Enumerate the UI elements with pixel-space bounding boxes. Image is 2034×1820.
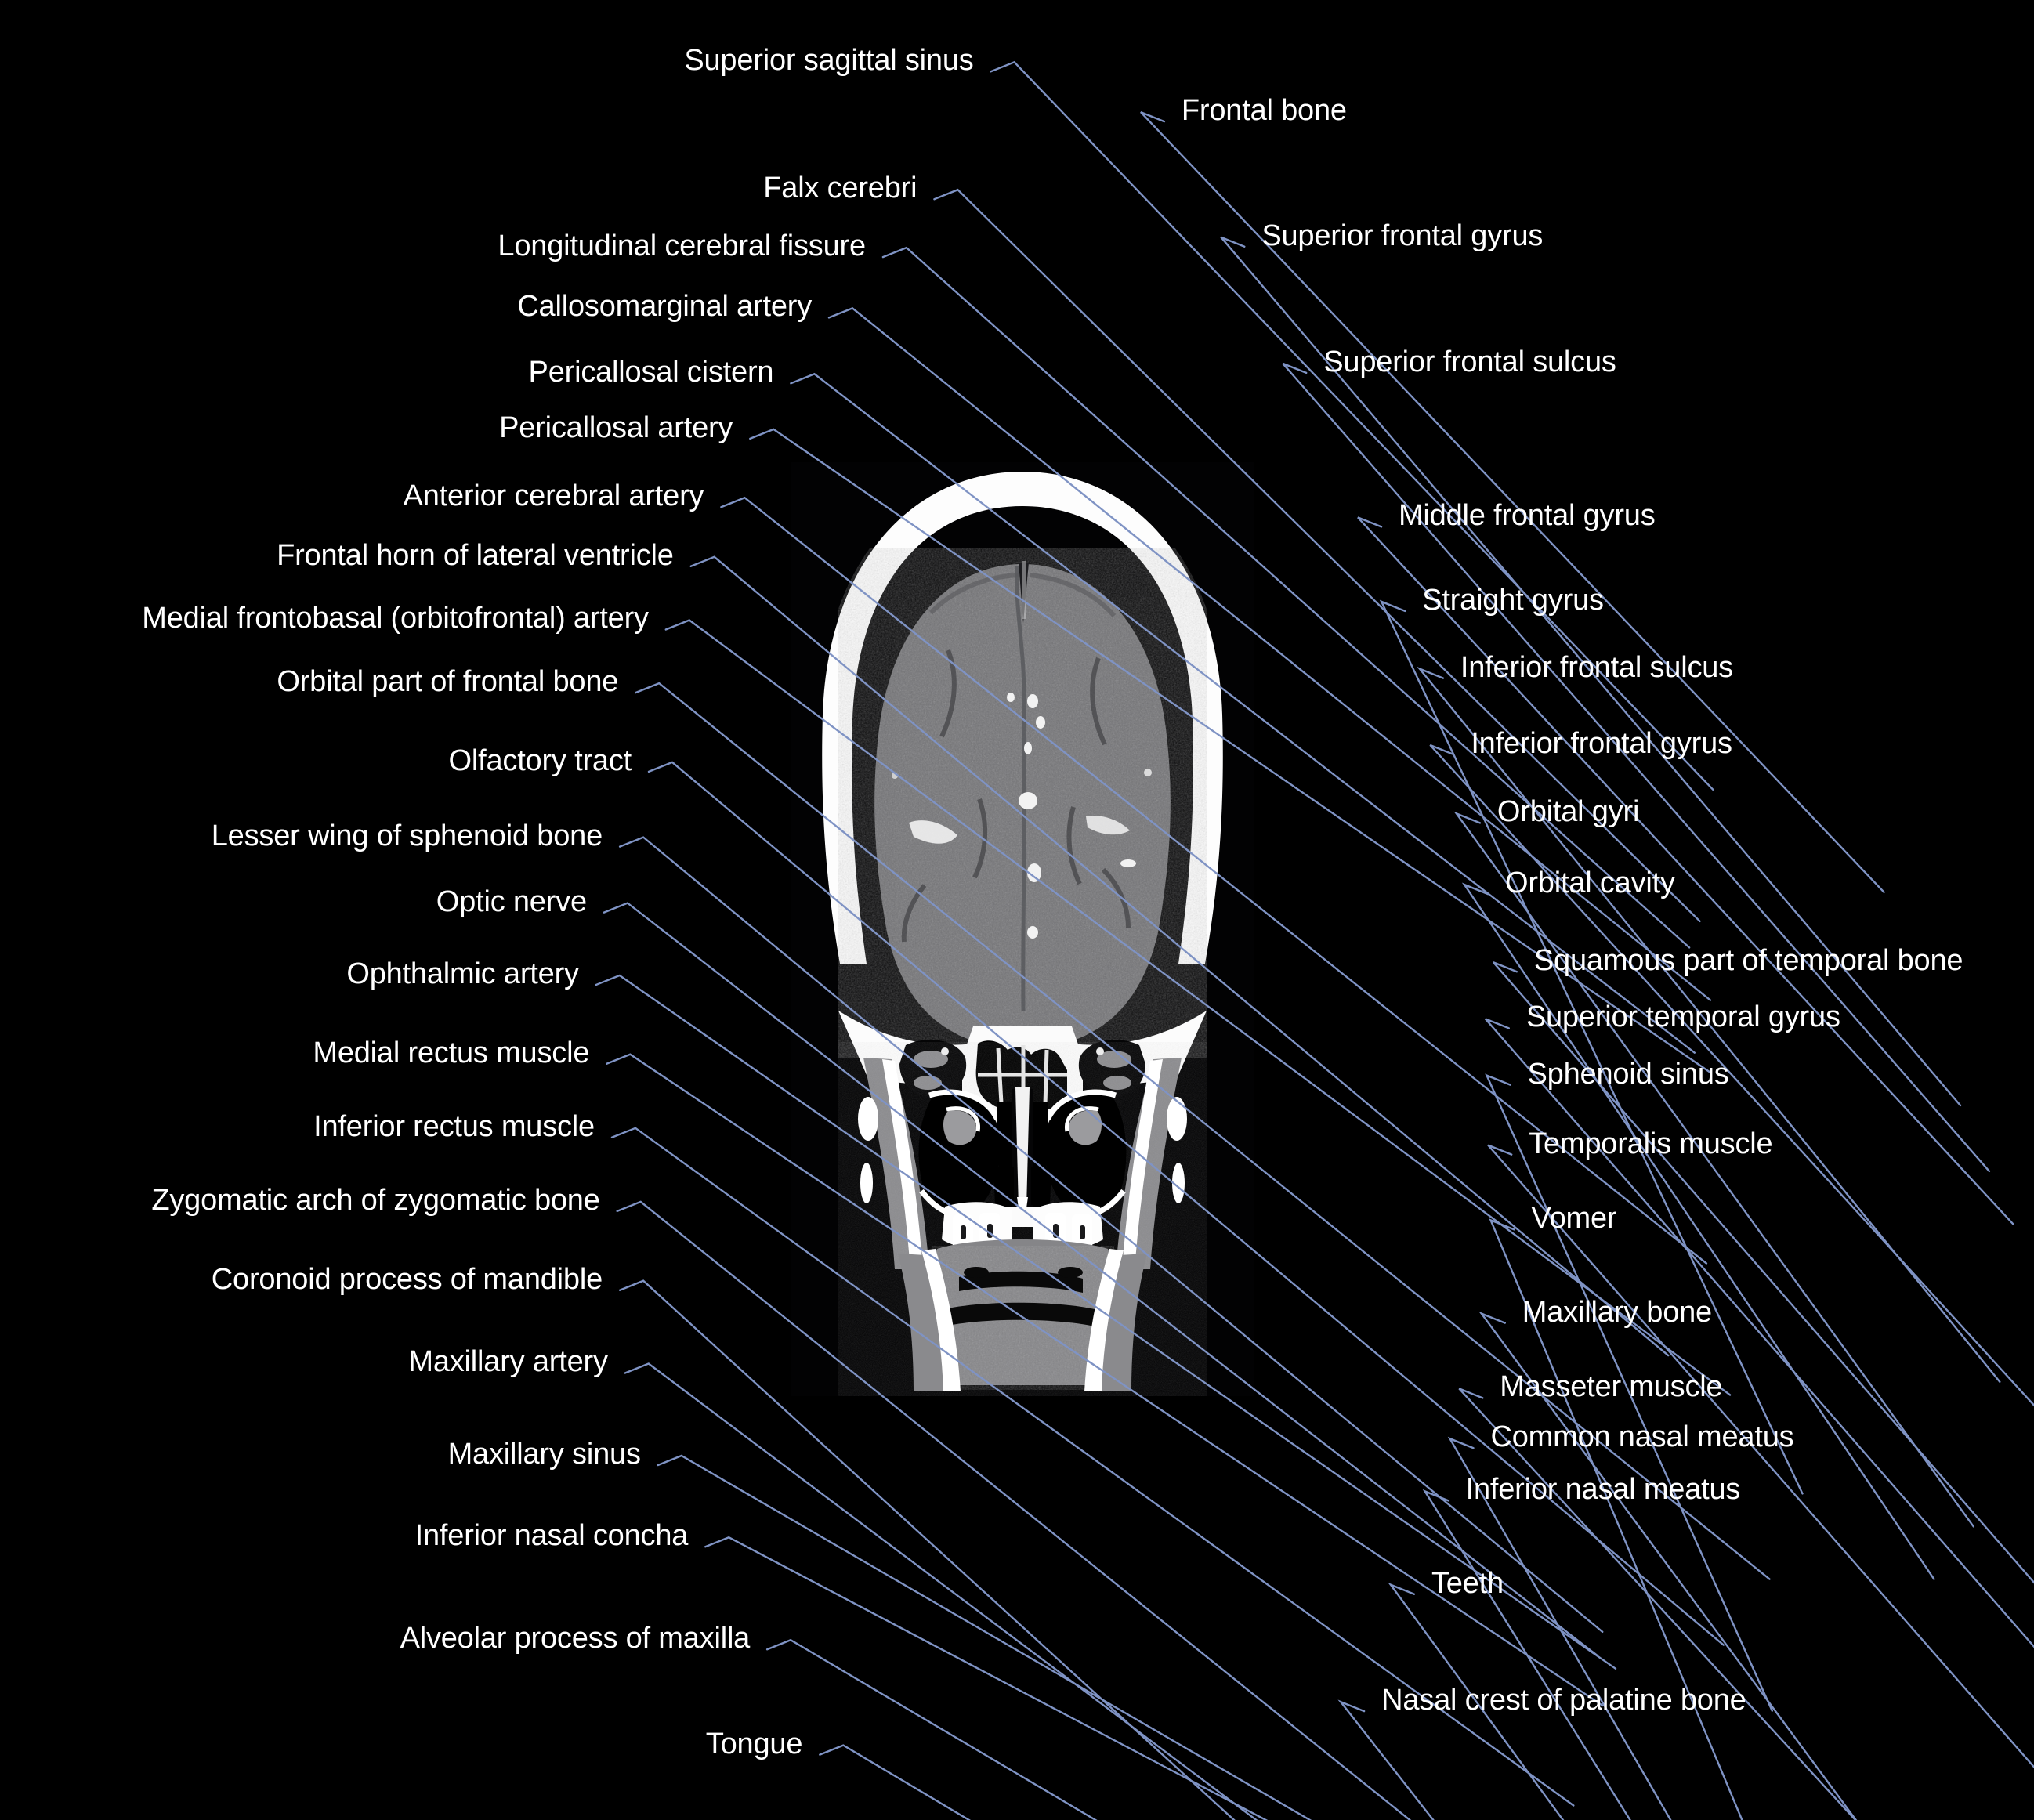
label-ophthalmic-artery: Ophthalmic artery: [346, 957, 579, 990]
label-superior-sagittal-sinus: Superior sagittal sinus: [684, 44, 974, 78]
label-inferior-frontal-gyrus: Inferior frontal gyrus: [1471, 727, 1732, 761]
label-middle-frontal-gyrus: Middle frontal gyrus: [1398, 499, 1656, 533]
label-vomer: Vomer: [1531, 1202, 1617, 1236]
label-pericallosal-cistern: Pericallosal cistern: [528, 356, 774, 389]
label-masseter-muscle: Masseter muscle: [1500, 1370, 1723, 1404]
leader-nasal-crest-of-palatine-bone: [1337, 1699, 1435, 1820]
label-temporalis-muscle: Temporalis muscle: [1529, 1127, 1773, 1160]
ct-scan-image: [791, 462, 1254, 1396]
label-inferior-rectus-muscle: Inferior rectus muscle: [313, 1109, 595, 1143]
leader-alveolar-process-of-maxilla: [765, 1638, 1098, 1820]
label-teeth: Teeth: [1431, 1566, 1504, 1600]
leader-inferior-frontal-gyrus: [1429, 744, 2034, 1407]
label-medial-frontobasal-artery: Medial frontobasal (orbitofrontal) arter…: [142, 602, 649, 635]
label-common-nasal-meatus: Common nasal meatus: [1490, 1420, 1794, 1454]
leader-inferior-nasal-meatus: [1422, 1489, 1631, 1820]
leader-orbital-gyri: [1453, 811, 1974, 1528]
label-orbital-cavity: Orbital cavity: [1504, 867, 1675, 900]
label-frontal-bone: Frontal bone: [1181, 94, 1347, 128]
label-callosomarginal-artery: Callosomarginal artery: [517, 290, 813, 324]
label-longitudinal-cerebral-fissure: Longitudinal cerebral fissure: [498, 230, 866, 263]
label-superior-frontal-gyrus: Superior frontal gyrus: [1261, 219, 1544, 252]
label-maxillary-sinus: Maxillary sinus: [447, 1438, 641, 1471]
label-falx-cerebri: Falx cerebri: [763, 172, 917, 205]
leader-inferior-nasal-concha: [704, 1536, 1269, 1820]
label-lesser-wing-of-sphenoid-bone: Lesser wing of sphenoid bone: [211, 819, 603, 852]
label-straight-gyrus: Straight gyrus: [1422, 583, 1604, 617]
leader-middle-frontal-gyrus: [1357, 516, 2014, 1225]
label-zygomatic-arch-of-zygomatic-bone: Zygomatic arch of zygomatic bone: [151, 1183, 600, 1217]
label-anterior-cerebral-artery: Anterior cerebral artery: [403, 479, 704, 513]
label-superior-frontal-sulcus: Superior frontal sulcus: [1323, 345, 1616, 378]
label-inferior-nasal-concha: Inferior nasal concha: [414, 1519, 689, 1553]
label-orbital-part-of-frontal-bone: Orbital part of frontal bone: [277, 665, 619, 699]
label-squamous-part-of-temporal-bone: Squamous part of temporal bone: [1533, 944, 1963, 978]
label-frontal-horn-of-lateral-ventricle: Frontal horn of lateral ventricle: [277, 538, 674, 572]
leader-superior-frontal-sulcus: [1282, 362, 1991, 1173]
label-superior-temporal-gyrus: Superior temporal gyrus: [1526, 1000, 1840, 1034]
label-sphenoid-sinus: Sphenoid sinus: [1527, 1057, 1729, 1091]
label-inferior-nasal-meatus: Inferior nasal meatus: [1465, 1473, 1741, 1507]
label-maxillary-artery: Maxillary artery: [408, 1345, 608, 1379]
label-medial-rectus-muscle: Medial rectus muscle: [313, 1036, 590, 1069]
label-orbital-gyri: Orbital gyri: [1497, 795, 1640, 829]
label-olfactory-tract: Olfactory tract: [448, 744, 632, 777]
leader-maxillary-sinus: [657, 1454, 1312, 1820]
label-inferior-frontal-sulcus: Inferior frontal sulcus: [1460, 650, 1733, 684]
label-maxillary-bone: Maxillary bone: [1522, 1295, 1712, 1329]
label-coronoid-process-of-mandible: Coronoid process of mandible: [211, 1262, 603, 1296]
label-tongue: Tongue: [705, 1727, 803, 1760]
leader-tongue: [819, 1744, 972, 1820]
leader-superior-temporal-gyrus: [1484, 1018, 2034, 1648]
label-pericallosal-artery: Pericallosal artery: [499, 411, 733, 444]
label-alveolar-process-of-maxilla: Alveolar process of maxilla: [400, 1622, 751, 1655]
label-nasal-crest-of-palatine-bone: Nasal crest of palatine bone: [1381, 1684, 1746, 1717]
label-optic-nerve: Optic nerve: [436, 885, 587, 918]
